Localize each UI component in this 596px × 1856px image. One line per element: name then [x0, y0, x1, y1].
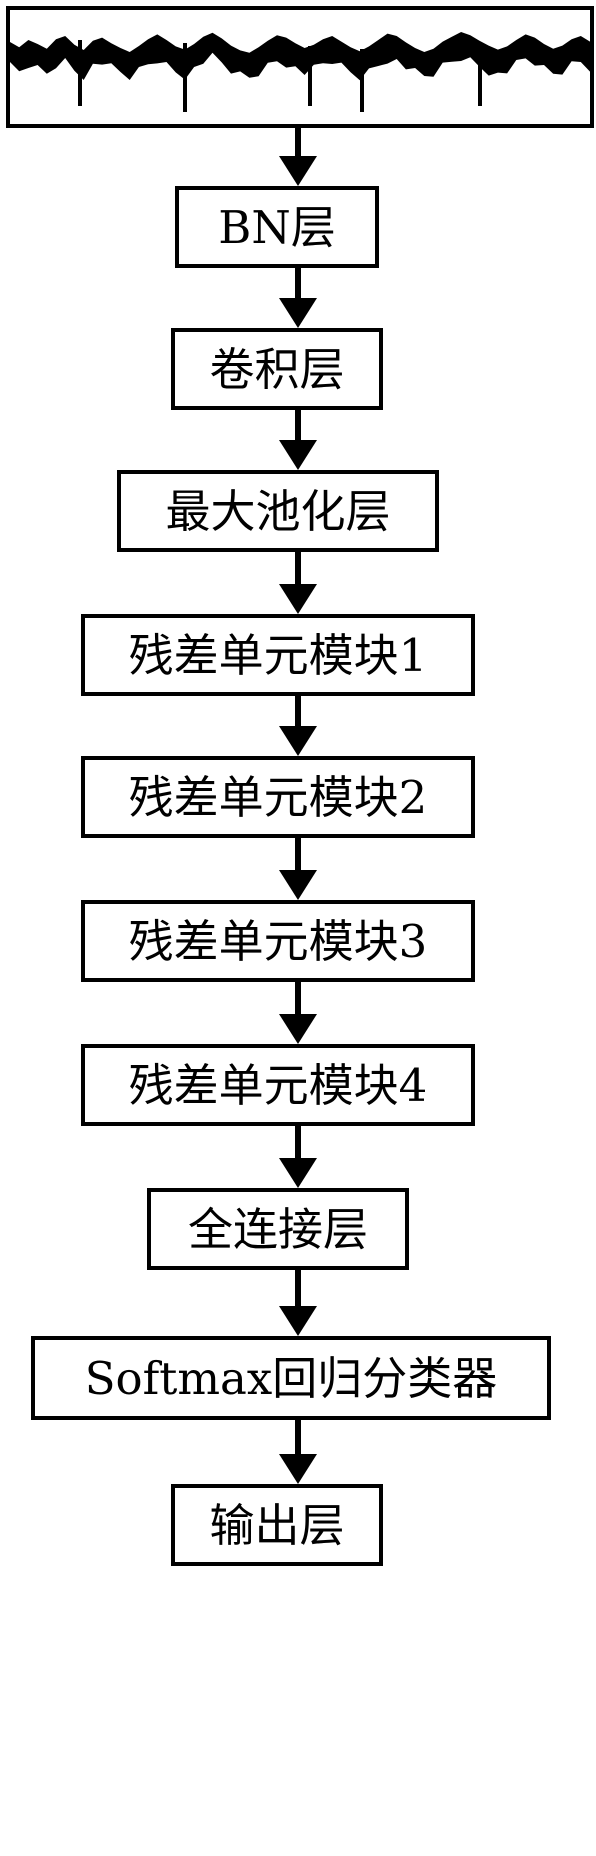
fully-connected-layer-box: 全连接层 — [147, 1188, 409, 1270]
arrow — [273, 410, 323, 470]
residual-block-1-label: 残差单元模块1 — [128, 628, 428, 682]
output-layer-label: 输出层 — [209, 1498, 345, 1552]
waveform-band — [10, 32, 590, 81]
residual-block-2-label: 残差单元模块2 — [128, 770, 428, 824]
arrow — [273, 128, 323, 186]
arrow — [273, 696, 323, 756]
input-signal-box — [6, 6, 594, 128]
maxpool-layer-label: 最大池化层 — [165, 484, 391, 538]
residual-block-4-box: 残差单元模块4 — [81, 1044, 475, 1126]
arrow — [273, 1420, 323, 1484]
fully-connected-layer-label: 全连接层 — [187, 1202, 368, 1256]
conv-layer-box: 卷积层 — [171, 328, 383, 410]
residual-block-1-box: 残差单元模块1 — [81, 614, 475, 696]
arrow — [273, 1126, 323, 1188]
arrow — [273, 552, 323, 614]
bn-layer-label: BN层 — [218, 200, 336, 254]
arrow — [273, 1270, 323, 1336]
residual-block-4-label: 残差单元模块4 — [128, 1058, 428, 1112]
maxpool-layer-box: 最大池化层 — [117, 470, 439, 552]
residual-block-2-box: 残差单元模块2 — [81, 756, 475, 838]
output-layer-box: 输出层 — [171, 1484, 383, 1566]
residual-block-3-label: 残差单元模块3 — [128, 914, 428, 968]
residual-block-3-box: 残差单元模块3 — [81, 900, 475, 982]
arrow — [273, 268, 323, 328]
softmax-classifier-box: Softmax回归分类器 — [31, 1336, 551, 1420]
arrow — [273, 982, 323, 1044]
input-waveform — [10, 32, 590, 112]
arrow — [273, 838, 323, 900]
conv-layer-label: 卷积层 — [209, 342, 345, 396]
softmax-classifier-label: Softmax回归分类器 — [84, 1351, 498, 1405]
bn-layer-box: BN层 — [175, 186, 379, 268]
